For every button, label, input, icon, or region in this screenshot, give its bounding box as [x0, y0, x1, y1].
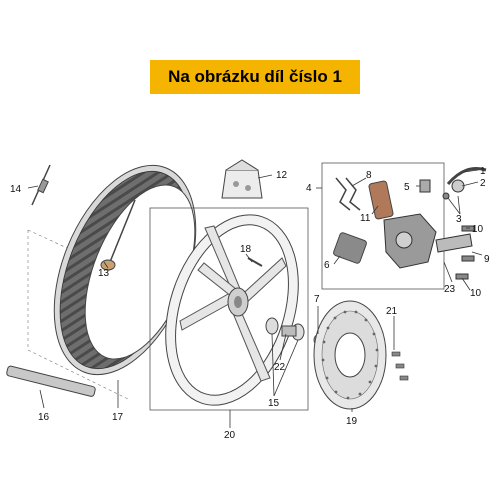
callout-13: 13: [98, 268, 110, 279]
callout-15: 15: [268, 398, 280, 409]
callout-21: 21: [386, 306, 398, 317]
brake-caliper-group: [321, 162, 445, 290]
caliper-bracket: [435, 225, 475, 280]
callout-22: 22: [274, 362, 286, 373]
callout-17: 17: [112, 412, 124, 423]
wheel-rim: [149, 207, 309, 411]
callout-10-top: 10: [472, 224, 484, 235]
disc-screws: [391, 351, 409, 381]
callout-18: 18: [240, 244, 252, 255]
wheel-axle: [6, 365, 96, 397]
callout-5: 5: [404, 182, 410, 193]
callout-14: 14: [10, 184, 22, 195]
callout-2: 2: [480, 178, 486, 189]
leader-lines: [27, 169, 483, 428]
callout-16: 16: [38, 412, 50, 423]
callout-9: 9: [484, 254, 490, 265]
callout-4: 4: [306, 183, 312, 194]
valve-stem: [100, 199, 136, 271]
callout-8: 8: [366, 170, 372, 181]
callout-6: 6: [324, 260, 330, 271]
callout-10-bottom: 10: [470, 288, 482, 299]
callout-11: 11: [360, 213, 371, 224]
callout-12: 12: [276, 170, 288, 181]
valve-cap: [31, 164, 51, 206]
parts-bag: [221, 159, 263, 199]
brake-hose: [442, 167, 487, 200]
callout-7: 7: [314, 294, 320, 305]
callout-20: 20: [224, 430, 236, 441]
callout-19: 19: [346, 416, 358, 427]
brake-disc: [313, 300, 387, 410]
callout-1: 1: [480, 166, 486, 177]
callout-labels: 1 2 3 4 5 6 7 8 9 10 10 11 12 13 14 15 1…: [10, 166, 490, 441]
part-number-banner: Na obrázku díl číslo 1: [150, 60, 360, 94]
callout-3: 3: [456, 214, 462, 225]
callout-23: 23: [444, 284, 456, 295]
